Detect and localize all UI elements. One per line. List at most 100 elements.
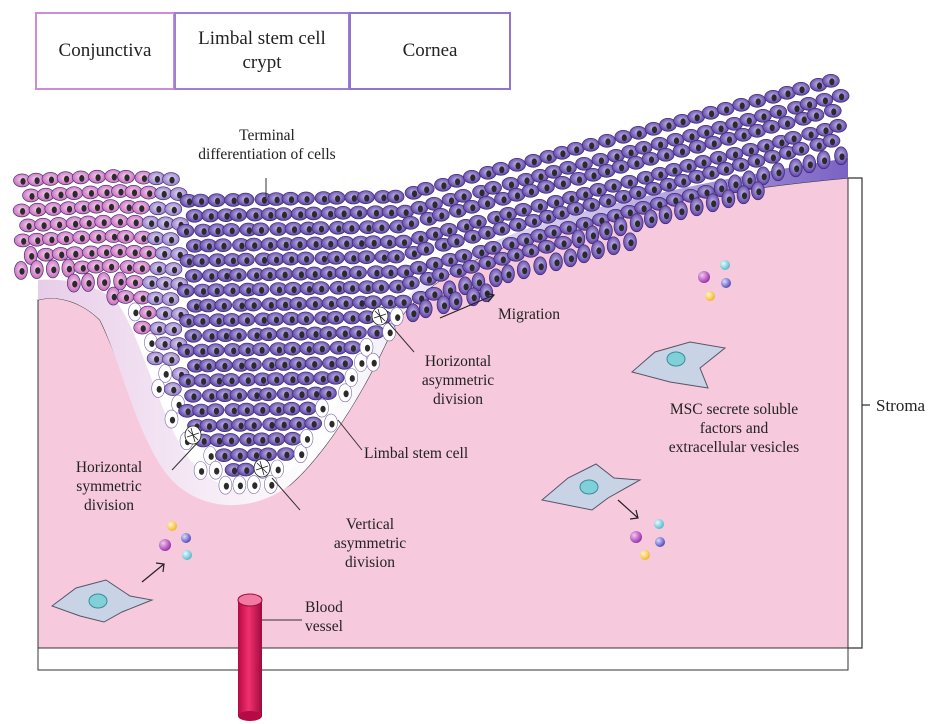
epithelial-cell bbox=[164, 322, 183, 336]
epithelial-cell bbox=[110, 244, 128, 258]
epithelial-cell bbox=[133, 320, 151, 335]
epithelial-cell bbox=[334, 206, 352, 220]
epithelial-cell bbox=[230, 448, 248, 462]
epithelial-cell bbox=[293, 444, 308, 464]
epithelial-cell bbox=[514, 203, 533, 217]
epithelial-cell bbox=[244, 417, 262, 432]
epithelial-cell bbox=[320, 236, 339, 250]
epithelial-cell bbox=[81, 185, 100, 200]
header-limbal-crypt-box: Limbal stem cell crypt bbox=[174, 12, 350, 90]
epithelial-cell bbox=[206, 343, 225, 358]
epithelial-cell bbox=[778, 86, 796, 100]
epithelial-cell bbox=[304, 206, 323, 221]
epithelial-cell bbox=[260, 237, 279, 252]
epithelial-cell bbox=[315, 398, 329, 418]
epithelial-cell bbox=[364, 295, 382, 310]
epithelial-cell bbox=[334, 265, 353, 280]
epithelial-cell bbox=[371, 280, 390, 294]
epithelial-cell bbox=[267, 432, 286, 446]
epithelial-cell bbox=[366, 352, 381, 372]
epithelial-cell bbox=[613, 217, 628, 237]
header-cornea-box: Cornea bbox=[349, 12, 511, 90]
epithelial-cell bbox=[629, 126, 648, 140]
epithelial-cell bbox=[28, 202, 47, 217]
epithelial-cell bbox=[823, 104, 842, 118]
epithelial-cell bbox=[769, 105, 788, 119]
epithelial-cell bbox=[142, 275, 160, 290]
epithelial-cell bbox=[709, 151, 728, 165]
epithelial-cell bbox=[448, 291, 463, 311]
epithelial-cell bbox=[537, 240, 556, 254]
epithelial-cell bbox=[110, 214, 129, 228]
epithelial-cell bbox=[297, 371, 315, 386]
epithelial-cell bbox=[521, 244, 540, 258]
epithelial-cell bbox=[283, 341, 302, 356]
epithelial-cell bbox=[151, 379, 165, 398]
epithelial-cell bbox=[566, 142, 585, 156]
epithelial-cell bbox=[41, 172, 60, 186]
epithelial-cell bbox=[184, 328, 203, 343]
epithelial-cell bbox=[276, 237, 295, 251]
epithelial-cell bbox=[134, 230, 152, 245]
epithelial-cell bbox=[489, 268, 503, 288]
epithelial-cell bbox=[478, 226, 496, 240]
epithelial-cell bbox=[492, 222, 511, 236]
epithelial-cell bbox=[66, 246, 84, 260]
epithelial-cell bbox=[402, 275, 420, 290]
epithelial-cell bbox=[462, 259, 480, 274]
epithelial-cell bbox=[125, 275, 144, 289]
epithelial-cell bbox=[27, 232, 46, 247]
epithelial-cell bbox=[116, 230, 135, 244]
epithelial-cell bbox=[326, 370, 345, 385]
epithelial-cell bbox=[185, 268, 203, 283]
label-horizontal-symmetric: Horizontal symmetric division bbox=[75, 459, 143, 514]
epithelial-cell bbox=[206, 403, 225, 418]
epithelial-cell bbox=[508, 218, 527, 232]
epithelial-cell bbox=[381, 265, 399, 279]
epithelial-cell bbox=[336, 295, 354, 310]
epithelial-cell bbox=[179, 253, 198, 268]
epithelial-cell bbox=[304, 356, 323, 371]
epithelial-cell bbox=[252, 342, 270, 357]
epithelial-cell bbox=[177, 343, 196, 358]
epithelial-cell bbox=[289, 356, 307, 371]
epithelial-cell bbox=[276, 327, 294, 341]
epithelial-cell bbox=[524, 154, 543, 168]
epithelial-cell bbox=[218, 475, 233, 495]
epithelial-cell bbox=[246, 267, 265, 282]
epithelial-cell bbox=[215, 418, 234, 433]
epithelial-cell bbox=[254, 312, 273, 327]
epithelial-cell bbox=[22, 188, 40, 203]
label-vertical-asymmetric: Vertical asymmetric division bbox=[333, 516, 407, 571]
epithelial-cell bbox=[214, 238, 232, 252]
epithelial-cell bbox=[349, 325, 367, 340]
epithelial-cell bbox=[202, 268, 220, 283]
epithelial-cell bbox=[65, 186, 83, 200]
epithelial-cell bbox=[344, 368, 359, 387]
epithelial-cell bbox=[224, 463, 243, 477]
epithelial-cell bbox=[89, 229, 107, 244]
epithelial-cell bbox=[537, 180, 555, 194]
header-conjunctiva-label: Conjunctiva bbox=[58, 40, 152, 61]
epithelial-cell bbox=[388, 279, 407, 294]
epithelial-cell bbox=[469, 215, 487, 229]
epithelial-cell bbox=[571, 229, 586, 249]
epithelial-cell bbox=[674, 201, 688, 221]
epithelial-cell bbox=[267, 192, 285, 206]
epithelial-cell bbox=[13, 173, 31, 188]
epithelial-cell bbox=[222, 223, 240, 237]
epithelial-cell bbox=[409, 260, 428, 275]
epithelial-cell bbox=[94, 214, 112, 229]
epithelial-cell bbox=[462, 170, 481, 184]
epithelial-cell bbox=[146, 291, 165, 306]
epithelial-cell bbox=[530, 229, 549, 243]
epithelial-cell bbox=[349, 265, 367, 280]
epithelial-cell bbox=[215, 448, 233, 463]
epithelial-cell bbox=[711, 121, 729, 135]
epithelial-cell bbox=[231, 418, 249, 432]
epithelial-cell bbox=[656, 148, 675, 162]
epithelial-cell bbox=[416, 182, 435, 196]
label-migration: Migration bbox=[498, 306, 560, 323]
epithelial-cell bbox=[484, 181, 502, 195]
